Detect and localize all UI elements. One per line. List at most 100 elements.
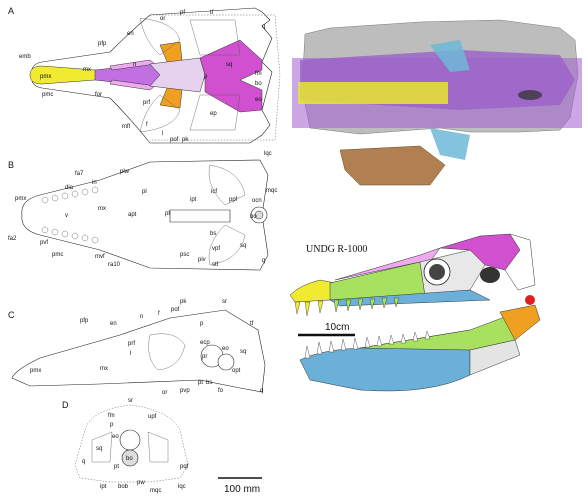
label-fa7: fa7	[75, 171, 84, 177]
label-fm-d: fm	[108, 413, 115, 419]
label-sr-d: sr	[128, 398, 133, 404]
label-ipt: ipt	[190, 197, 197, 203]
label-f-c: f	[158, 311, 160, 317]
label-sq-c: sq	[240, 349, 246, 355]
label-p-d: p	[110, 422, 114, 428]
label-en: en	[127, 31, 134, 37]
label-bs: bs	[210, 231, 216, 237]
label-v: v	[65, 213, 68, 219]
label-mx-c: mx	[100, 366, 108, 372]
upper-teeth	[294, 300, 324, 317]
label-q-d: q	[82, 459, 85, 465]
skull-reconstruction: UNDG R-1000 10cm	[289, 233, 541, 392]
label-prf-c: prf	[128, 341, 135, 347]
label-bo-d: bo	[126, 456, 133, 462]
label-q-c: q	[260, 388, 263, 394]
label-bo-b: bo	[250, 214, 257, 220]
label-pt: pt	[165, 211, 170, 217]
label-pfp: pfp	[98, 41, 107, 47]
label-pof-c: pof	[171, 307, 180, 313]
label-ppf: ppf	[229, 197, 238, 203]
label-sq-d: sq	[96, 446, 102, 452]
label-sq-b: sq	[240, 243, 246, 249]
label-pmx-b: pmx	[15, 196, 26, 202]
label-q-b: q	[262, 258, 265, 264]
label-bob: bob	[118, 484, 129, 490]
label-l: l	[162, 131, 163, 137]
panel-c: C pfp en n f pof pk sr p tf prf l ecp pr…	[8, 299, 266, 396]
label-ecp: ecp	[200, 340, 210, 346]
label-mqc-d: mqc	[150, 488, 161, 494]
label-eo-c: eo	[222, 346, 229, 352]
label-lqc: lqc	[264, 151, 272, 157]
label-fm: fm	[255, 71, 262, 77]
label-pl: pl	[142, 189, 147, 195]
label-piv: piv	[198, 257, 206, 263]
label-q: q	[262, 24, 265, 30]
tooth-alveoli	[41, 186, 99, 244]
label-n-c: n	[140, 314, 143, 320]
label-sr: sr	[222, 299, 227, 305]
panel-c-letter: C	[8, 310, 15, 320]
label-pr: pr	[202, 354, 207, 360]
label-emb: emb	[19, 54, 31, 60]
label-mvf: mvf	[95, 254, 105, 260]
label-en-c: en	[110, 321, 117, 327]
label-pw: pw	[137, 480, 145, 486]
reconstruction-title: UNDG R-1000	[306, 244, 367, 255]
panel-a: A emb pfp en or pf tf mx pmx pmc for prf	[8, 6, 281, 144]
label-psc: psc	[180, 252, 189, 258]
label-eo-d: eo	[112, 434, 119, 440]
label-pmc-b: pmc	[52, 252, 63, 258]
label-sq: sq	[226, 62, 232, 68]
label-l-c: l	[130, 351, 131, 357]
lower-teeth	[304, 330, 431, 359]
label-pf: pf	[180, 10, 185, 16]
label-f: f	[146, 122, 148, 128]
panel-d: D sr fm upf p eo sq bo q pt ipt bob pw m…	[62, 398, 262, 495]
fossil-photo	[292, 19, 582, 186]
label-icf: icf	[211, 189, 217, 195]
label-pfp-c: pfp	[80, 318, 89, 324]
label-p: p	[204, 74, 208, 80]
label-mfl: mfl	[122, 124, 130, 130]
label-in: in	[92, 180, 97, 186]
label-tf: tf	[210, 10, 214, 16]
scale-bar-d: 100 mm	[224, 484, 260, 495]
panel-b: B lqc mqc plw pl fa7 in dia pmx v mx fa2…	[8, 151, 277, 271]
label-for: for	[95, 92, 102, 98]
panel-a-letter: A	[8, 6, 14, 16]
label-mx: mx	[83, 67, 91, 73]
label-stf: stf	[212, 262, 219, 268]
label-pk: pk	[182, 137, 189, 143]
label-bo: bo	[255, 81, 262, 87]
label-ra10: ra10	[108, 262, 121, 268]
label-apt: apt	[128, 212, 137, 218]
label-vpf: vpf	[212, 246, 220, 252]
panel-d-letter: D	[62, 400, 69, 410]
label-pmx-c: pmx	[30, 368, 41, 374]
label-pt-c: pt	[198, 380, 203, 386]
label-p-c: p	[200, 321, 204, 327]
label-eo: eo	[255, 97, 262, 103]
label-pvp: pvp	[180, 388, 190, 394]
label-plw: plw	[120, 169, 130, 175]
label-mqc: mqc	[266, 188, 277, 194]
label-dia: dia	[65, 185, 74, 191]
label-lqc-d: lqc	[178, 484, 186, 490]
reconstruction-scale: 10cm	[325, 322, 349, 333]
panel-b-letter: B	[8, 160, 14, 170]
label-fo: fo	[218, 388, 224, 394]
label-opt: opt	[232, 368, 241, 374]
label-pqf: pqf	[180, 464, 189, 470]
label-or-c: or	[162, 390, 167, 396]
label-or: or	[160, 16, 165, 22]
label-ocn: ocn	[252, 198, 262, 204]
label-fa2: fa2	[8, 236, 17, 242]
label-mx-b: mx	[98, 206, 106, 212]
label-upf: upf	[148, 414, 157, 420]
label-pof: pof	[170, 137, 179, 143]
label-ep: ep	[210, 111, 217, 117]
label-tf-c: tf	[250, 321, 254, 327]
